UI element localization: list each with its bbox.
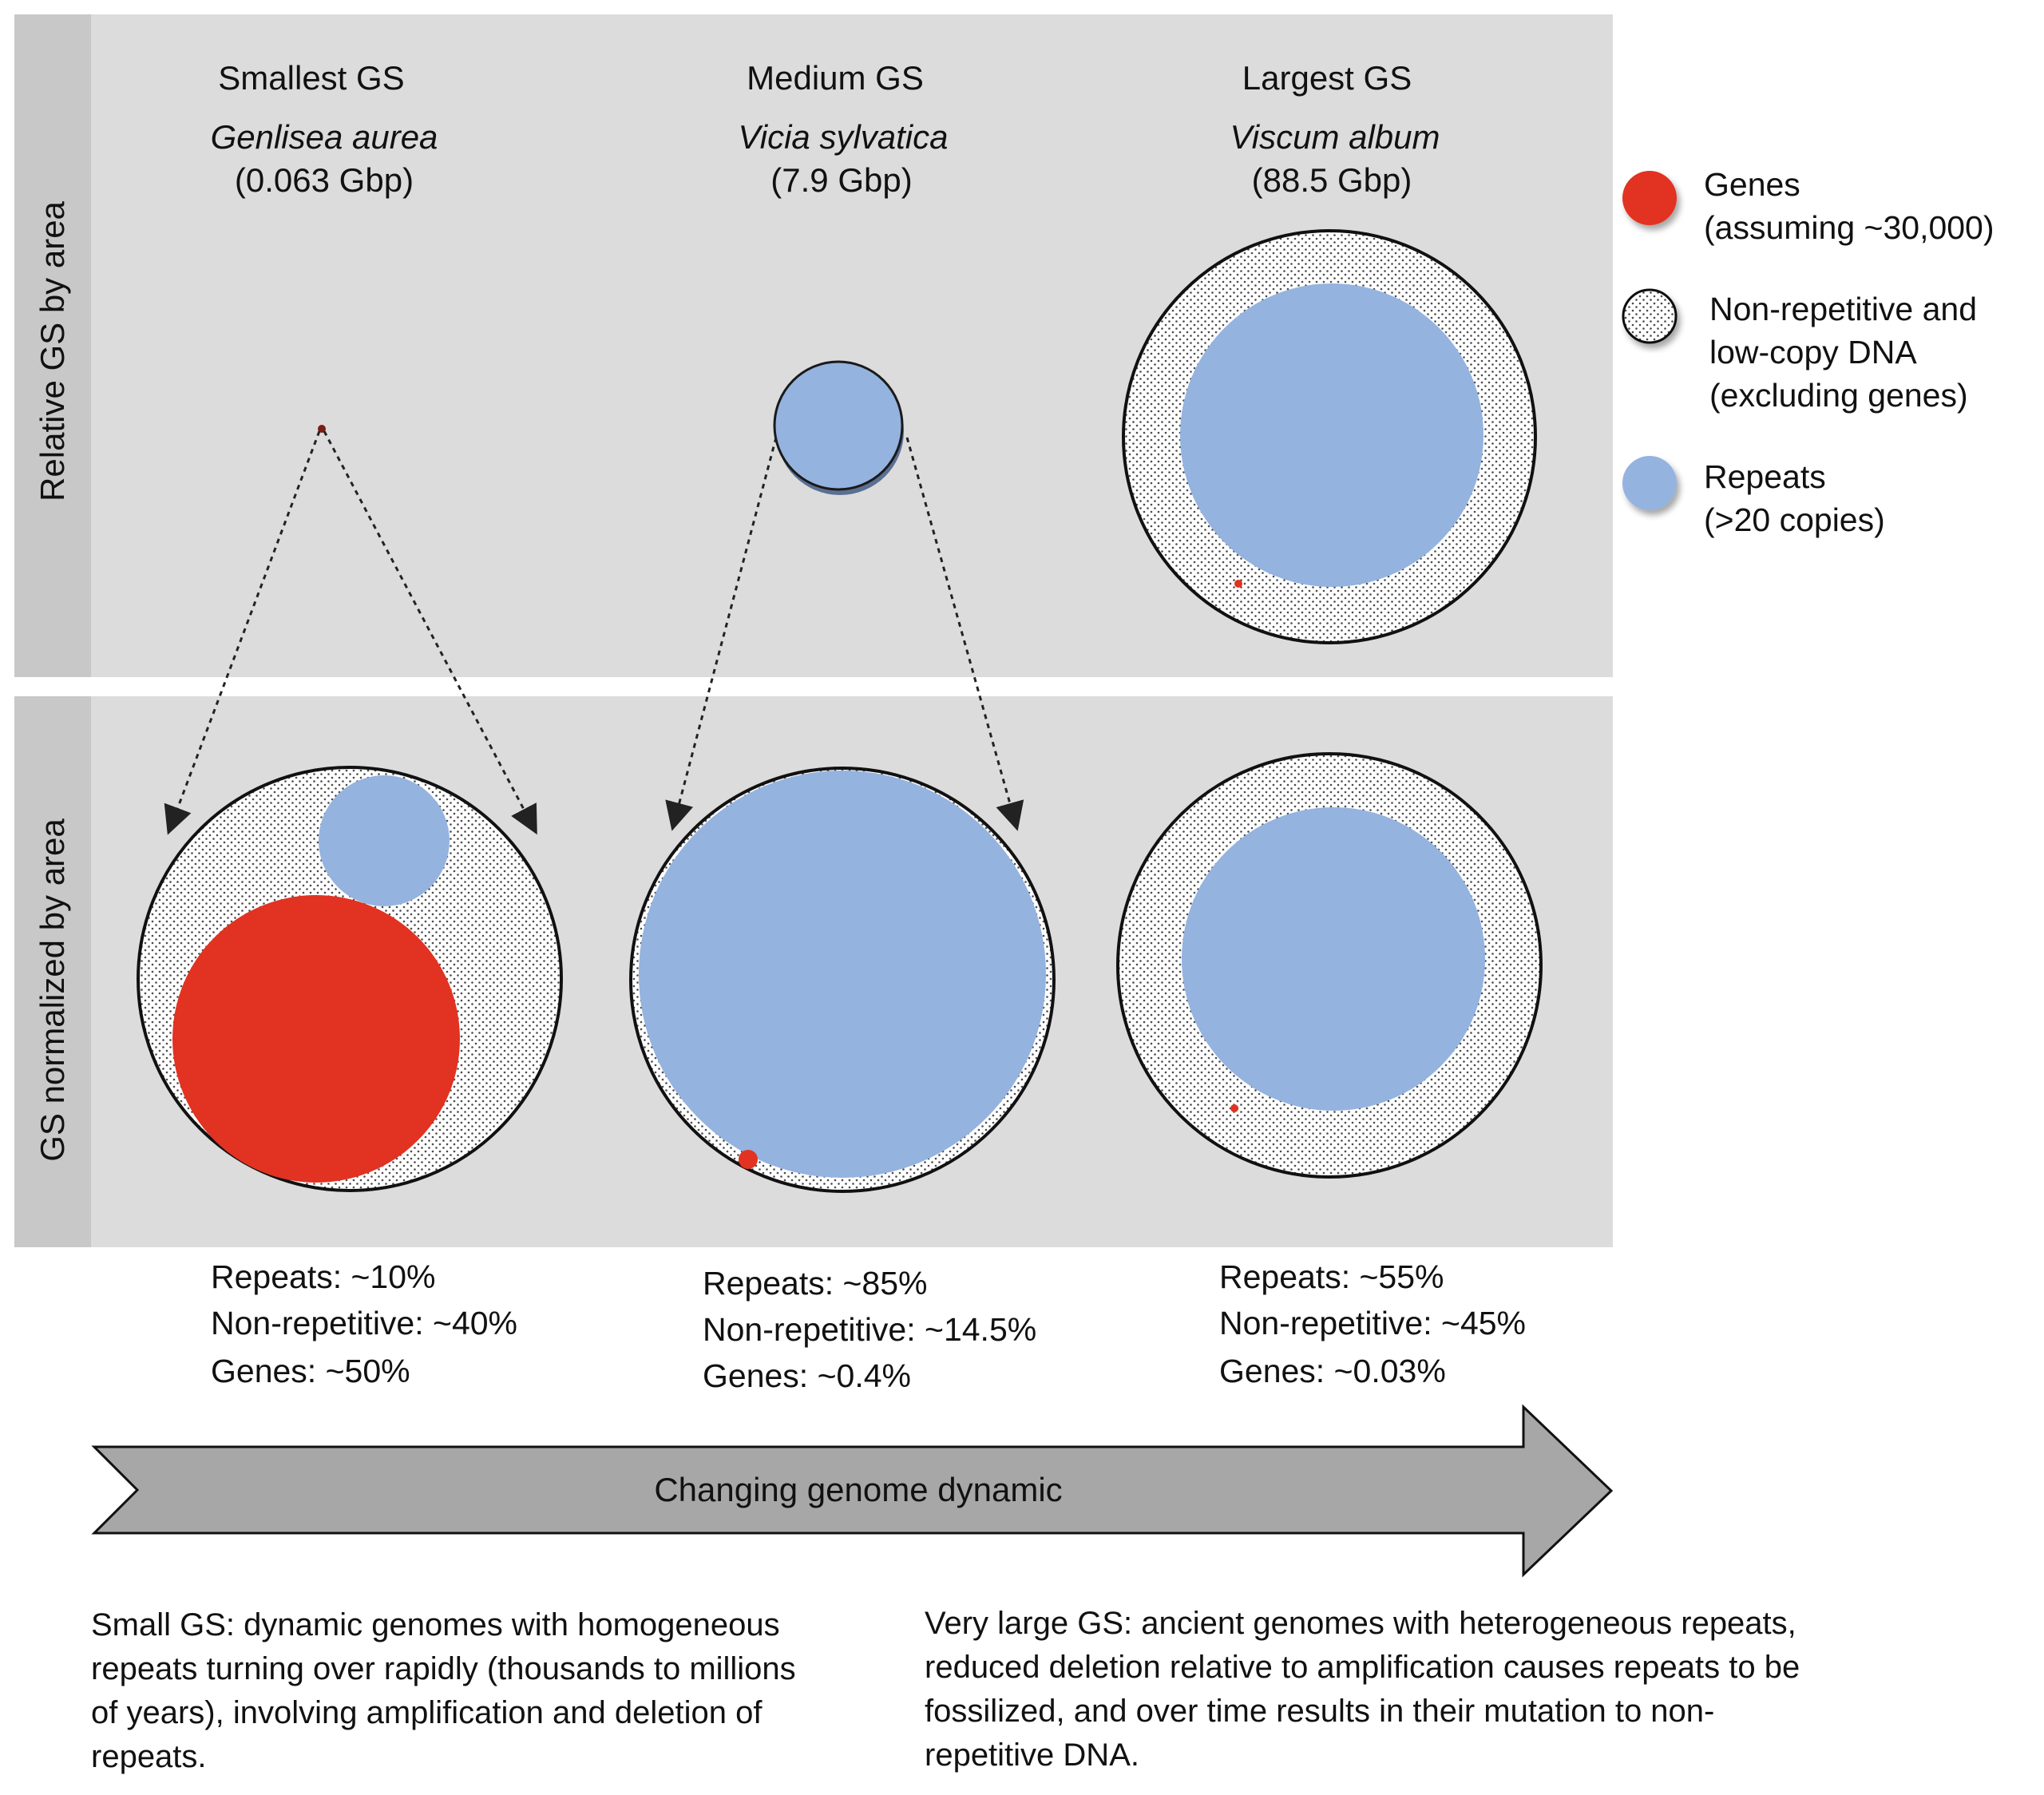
col2-stat-genes: Genes: ~0.4%	[703, 1357, 911, 1394]
expand-arrow-vicia-right	[905, 437, 1024, 831]
col2-heading: Medium GS	[747, 59, 924, 97]
desc-large-gs: Very large GS: ancient genomes with hete…	[925, 1606, 1800, 1773]
col1-species: Genlisea aurea	[210, 118, 438, 156]
bottom-genlisea-repeats	[319, 775, 450, 906]
col1-size: (0.063 Gbp)	[234, 161, 414, 199]
col3-stat-nonrep: Non-repetitive: ~45%	[1219, 1305, 1527, 1341]
expand-arrow-genlisea-right	[323, 430, 537, 835]
legend-repeats-title: Repeats	[1704, 458, 1826, 495]
col3-size: (88.5 Gbp)	[1251, 161, 1412, 199]
legend-genes-title: Genes	[1704, 166, 1800, 203]
top-viscum-genes	[1234, 580, 1242, 588]
top-viscum-repeats	[1180, 283, 1483, 587]
col1-heading: Smallest GS	[218, 59, 405, 97]
col1-stat-nonrep: Non-repetitive: ~40%	[211, 1305, 518, 1341]
legend-genes-swatch	[1622, 171, 1677, 225]
col1-stat-genes: Genes: ~50%	[211, 1353, 410, 1389]
top-vicia-circle	[773, 360, 904, 491]
col3-stat-repeats: Repeats: ~55%	[1219, 1258, 1444, 1295]
expand-arrow-genlisea-left	[164, 430, 321, 835]
legend-nonrep-swatch	[1622, 288, 1678, 344]
legend-nonrep-line1: Non-repetitive and	[1709, 291, 1978, 327]
desc-small-gs: Small GS: dynamic genomes with homogeneo…	[91, 1607, 796, 1774]
legend-nonrep-line2: low-copy DNA	[1709, 334, 1917, 370]
col2-species: Vicia sylvatica	[738, 118, 949, 156]
bottom-vicia-genes	[739, 1150, 758, 1169]
bottom-viscum-repeats	[1182, 807, 1485, 1111]
col3-stat-genes: Genes: ~0.03%	[1219, 1353, 1446, 1389]
col3-heading: Largest GS	[1242, 59, 1412, 97]
arrow-label: Changing genome dynamic	[654, 1471, 1063, 1508]
legend-repeats-note: (>20 copies)	[1704, 501, 1885, 538]
col2-stat-nonrep: Non-repetitive: ~14.5%	[703, 1311, 1037, 1348]
bottom-vicia-repeats	[639, 771, 1046, 1178]
col3-species: Viscum album	[1230, 118, 1440, 156]
genome-dynamic-arrow	[91, 1404, 1614, 1578]
bottom-label-strip	[14, 696, 91, 1247]
row-label-top: Relative GS by area	[34, 201, 71, 501]
bottom-genlisea-genes	[172, 895, 460, 1183]
col1-stat-repeats: Repeats: ~10%	[211, 1258, 436, 1295]
row-label-bottom: GS normalized by area	[34, 818, 71, 1162]
bottom-viscum-genes	[1230, 1104, 1238, 1112]
col2-stat-repeats: Repeats: ~85%	[703, 1265, 928, 1302]
legend-repeats-swatch	[1622, 456, 1677, 510]
top-label-strip	[14, 14, 91, 677]
top-genlisea-dot	[318, 425, 326, 433]
col2-size: (7.9 Gbp)	[770, 161, 913, 199]
legend-genes-note: (assuming ~30,000)	[1704, 209, 1994, 246]
legend-nonrep-line3: (excluding genes)	[1709, 377, 1968, 414]
